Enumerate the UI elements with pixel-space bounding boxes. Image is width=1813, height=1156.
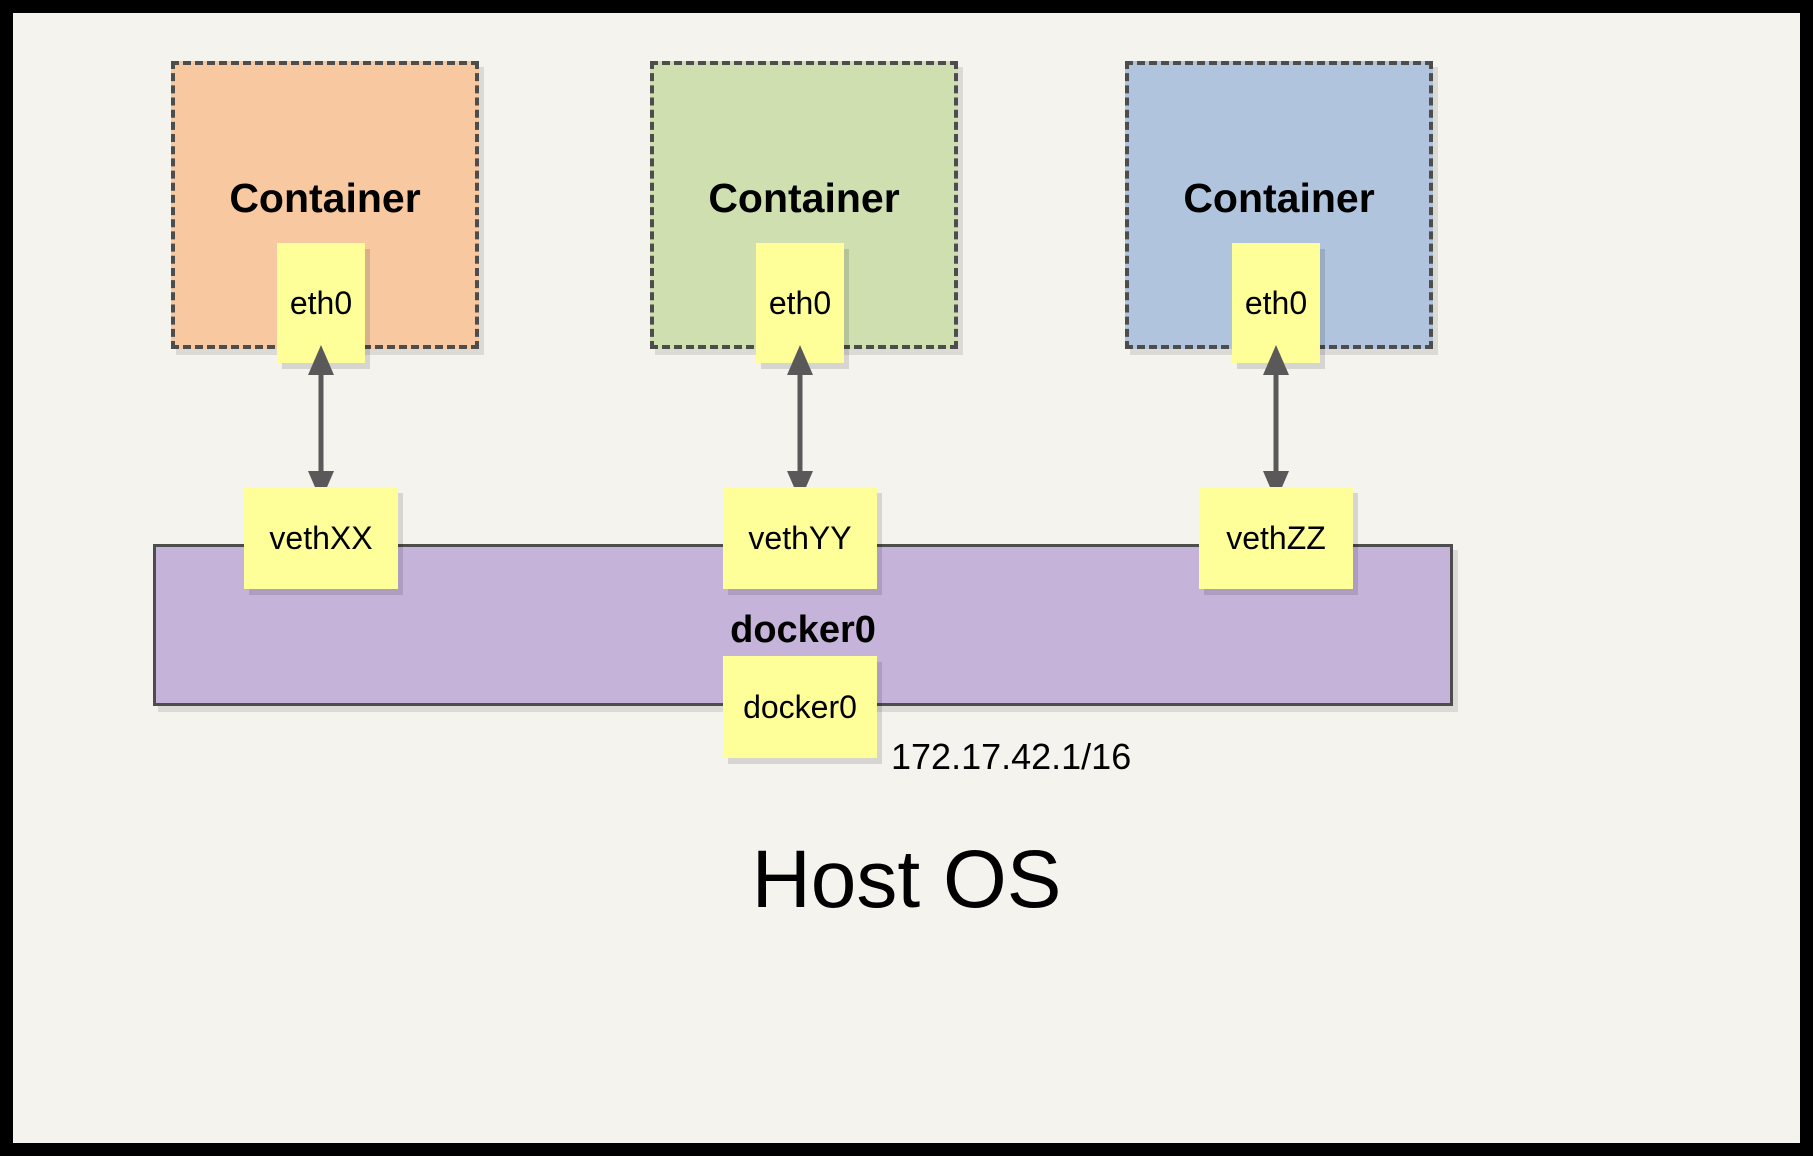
veth-link-arrow-1 bbox=[308, 345, 334, 501]
container-title-1: Container bbox=[229, 175, 421, 221]
container-title-3: Container bbox=[1183, 175, 1375, 221]
docker0-interface-note: docker0 bbox=[723, 656, 877, 758]
docker0-ip-address: 172.17.42.1/16 bbox=[891, 736, 1132, 777]
veth-note-1: vethXX bbox=[244, 487, 398, 589]
docker0-interface-label: docker0 bbox=[743, 688, 857, 725]
veth-link-arrow-3 bbox=[1263, 345, 1289, 501]
veth-label-2: vethYY bbox=[748, 519, 852, 556]
eth0-note-1: eth0 bbox=[277, 243, 365, 363]
veth-label-3: vethZZ bbox=[1226, 519, 1326, 556]
veth-link-arrow-2 bbox=[787, 345, 813, 501]
host-os-label: Host OS bbox=[751, 834, 1062, 925]
eth0-label-1: eth0 bbox=[289, 284, 353, 321]
veth-note-2: vethYY bbox=[723, 487, 877, 589]
veth-label-1: vethXX bbox=[269, 519, 373, 556]
eth0-note-2: eth0 bbox=[756, 243, 844, 363]
eth0-note-3: eth0 bbox=[1232, 243, 1320, 363]
eth0-label-3: eth0 bbox=[1244, 284, 1308, 321]
container-box-2: Container bbox=[650, 61, 958, 349]
docker0-bridge-title: docker0 bbox=[730, 609, 876, 651]
diagram-canvas: Container eth0 Container eth0 Container … bbox=[13, 13, 1800, 1143]
container-title-2: Container bbox=[708, 175, 900, 221]
veth-note-3: vethZZ bbox=[1199, 487, 1353, 589]
eth0-label-2: eth0 bbox=[768, 284, 832, 321]
